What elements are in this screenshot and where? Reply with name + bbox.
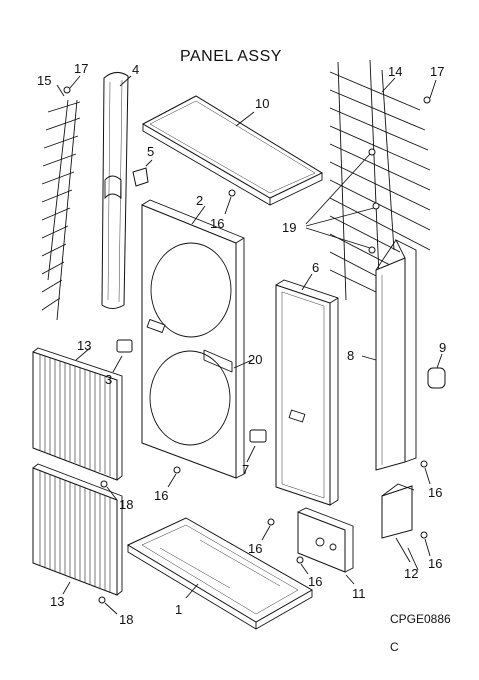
callout-label: 14: [388, 64, 402, 79]
callout-label: 18: [119, 612, 133, 627]
callout-label: 3: [105, 372, 112, 387]
callout-label: 7: [242, 462, 249, 477]
callout-label: 2: [196, 193, 203, 208]
callout-label: 5: [147, 144, 154, 159]
callout-label: 12: [404, 566, 418, 581]
screw-16-e: [420, 460, 431, 485]
callout-labels: 1 2 3 4 5 6 7 8 9 10 11 12 13 13 14 15 1…: [37, 61, 446, 627]
screw-17-right: [423, 79, 437, 104]
screw-18-a: [100, 480, 118, 501]
callout-label: 1: [175, 602, 182, 617]
revision-letter: C: [390, 640, 399, 654]
callout-label: 20: [248, 352, 262, 367]
part-handle-3: [112, 339, 133, 373]
part-cover-9: [427, 367, 446, 389]
callout-label: 10: [255, 96, 269, 111]
part-grille-lower: [32, 463, 123, 596]
callout-label: 4: [132, 62, 139, 77]
leader-lines: [56, 75, 443, 595]
part-grille-upper: [32, 347, 123, 481]
part-small-bracket-5: [132, 159, 153, 187]
part-right-wire-guard: [329, 59, 431, 301]
drawing-code: CPGE0886: [390, 612, 451, 626]
screw-16-d: [296, 556, 309, 575]
part-top-panel: [141, 95, 324, 206]
diagram-title: PANEL ASSY: [180, 48, 282, 65]
callout-label: 15: [37, 73, 51, 88]
callout-label: 9: [439, 340, 446, 355]
callout-label: 16: [154, 488, 168, 503]
callout-label: 17: [74, 61, 88, 76]
callout-label: 6: [312, 260, 319, 275]
screw-17-left: [63, 75, 81, 94]
part-front-panel: [141, 199, 245, 479]
callout-label: 19: [282, 220, 296, 235]
part-left-wire-guard: [41, 99, 81, 321]
callout-label: 16: [210, 216, 224, 231]
callout-label: 8: [347, 348, 354, 363]
screw-16-b: [167, 466, 181, 488]
callout-label: 17: [430, 64, 444, 79]
callout-label: 16: [428, 485, 442, 500]
callout-label: 16: [428, 556, 442, 571]
screw-16-c: [261, 518, 275, 541]
part-handle-7: [246, 429, 267, 463]
part-clips-19: [305, 148, 380, 254]
screw-16-a: [224, 189, 236, 215]
part-corner-post: [101, 72, 129, 309]
callout-label: 16: [248, 541, 262, 556]
callout-label: 13: [77, 338, 91, 353]
part-side-panel-6: [275, 279, 339, 506]
screw-18-b: [98, 596, 118, 615]
part-bracket-11: [297, 507, 355, 585]
callout-label: 11: [352, 586, 366, 601]
part-base-pan: [126, 517, 314, 630]
callout-label: 16: [308, 574, 322, 589]
part-side-panel-8: [361, 238, 417, 471]
screw-16-f: [420, 531, 431, 557]
callout-label: 18: [119, 497, 133, 512]
part-bracket-12: [381, 483, 415, 563]
callout-label: 13: [50, 594, 64, 609]
